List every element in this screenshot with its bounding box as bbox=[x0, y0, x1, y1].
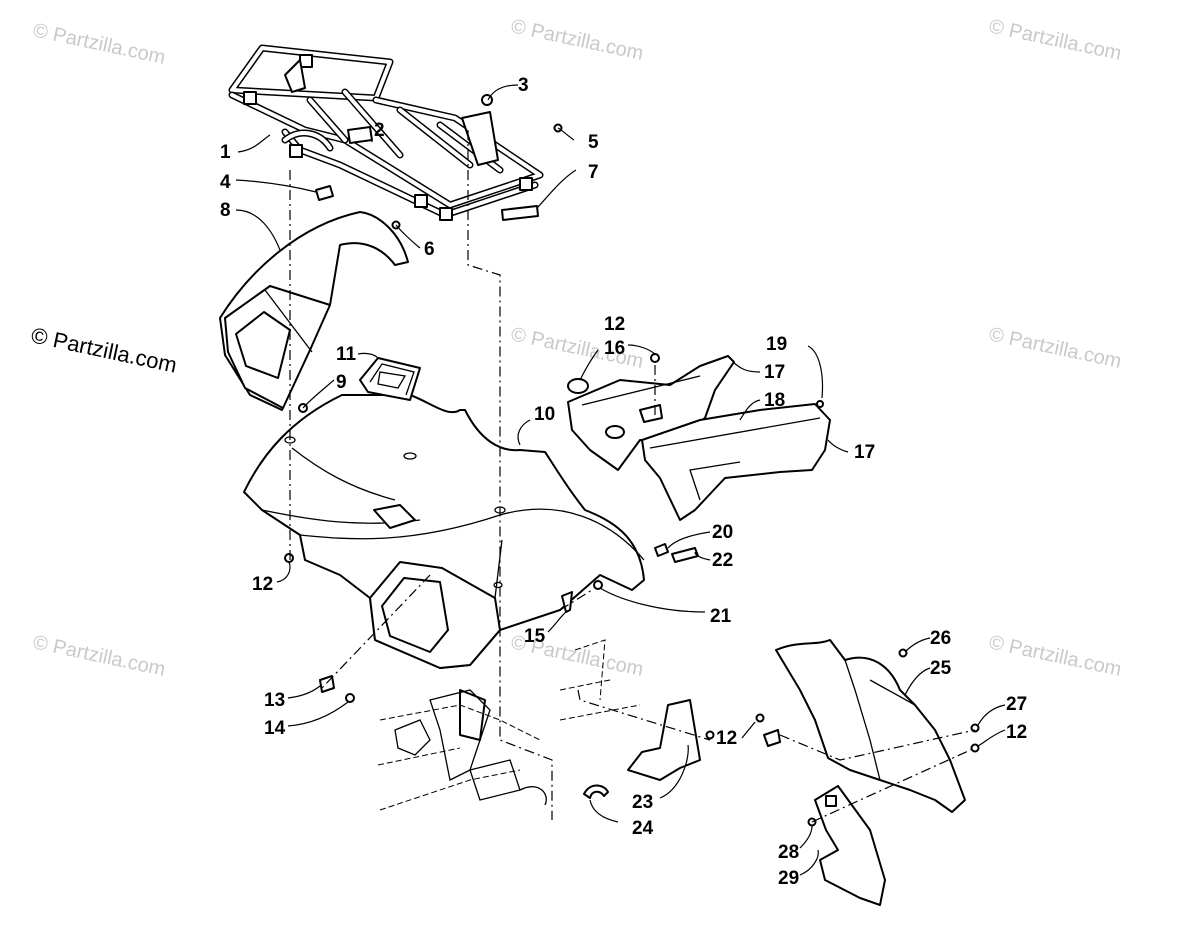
frame-section bbox=[377, 639, 641, 811]
callout-10: 10 bbox=[534, 404, 555, 425]
callout-8: 8 bbox=[220, 200, 231, 221]
callout-18: 18 bbox=[764, 390, 785, 411]
guards bbox=[583, 639, 980, 906]
rear-rack bbox=[228, 44, 563, 230]
callout-9: 9 bbox=[336, 372, 347, 393]
callout-14: 14 bbox=[264, 718, 286, 739]
callout-3: 3 bbox=[518, 75, 529, 96]
alignment-lines bbox=[289, 130, 976, 823]
watermark: © Partzilla.com bbox=[31, 19, 167, 69]
callout-28: 28 bbox=[778, 842, 799, 863]
callout-29: 29 bbox=[778, 868, 799, 889]
callout-19: 19 bbox=[766, 334, 787, 355]
side-panels bbox=[567, 355, 831, 521]
callout-21: 21 bbox=[710, 606, 732, 627]
copyright-notice: © Partzilla.com bbox=[29, 322, 179, 377]
callout-7: 7 bbox=[588, 162, 599, 183]
callout-24: 24 bbox=[632, 818, 654, 839]
callout-17: 17 bbox=[764, 362, 785, 383]
rear-fender-cover bbox=[219, 211, 409, 411]
callout-12: 12 bbox=[252, 574, 273, 595]
callout-12: 12 bbox=[1006, 722, 1027, 743]
callout-22: 22 bbox=[712, 550, 733, 571]
callout-2: 2 bbox=[374, 120, 385, 141]
callout-11: 11 bbox=[336, 344, 357, 365]
callout-13: 13 bbox=[264, 690, 285, 711]
callout-20: 20 bbox=[712, 522, 733, 543]
watermark: © Partzilla.com bbox=[987, 323, 1123, 373]
hardware bbox=[284, 353, 699, 703]
callout-4: 4 bbox=[220, 172, 231, 193]
watermark: © Partzilla.com bbox=[509, 15, 645, 65]
watermark: © Partzilla.com bbox=[987, 15, 1123, 65]
callouts: 1 2 3 4 5 6 7 8 9 10 11 12 12 12 12 13 1… bbox=[220, 75, 1027, 889]
storage-lid bbox=[359, 357, 421, 401]
callout-6: 6 bbox=[424, 239, 435, 260]
main-fender-body bbox=[243, 394, 645, 669]
watermark: © Partzilla.com bbox=[987, 631, 1123, 681]
callout-25: 25 bbox=[930, 658, 952, 679]
callout-12: 12 bbox=[604, 314, 625, 335]
callout-1: 1 bbox=[220, 142, 231, 163]
callout-26: 26 bbox=[930, 628, 951, 649]
callout-16: 16 bbox=[604, 338, 625, 359]
callout-23: 23 bbox=[632, 792, 653, 813]
callout-17: 17 bbox=[854, 442, 875, 463]
callout-15: 15 bbox=[524, 626, 546, 647]
callout-27: 27 bbox=[1006, 694, 1027, 715]
watermark: © Partzilla.com bbox=[31, 631, 167, 681]
leader-lines bbox=[235, 84, 1006, 876]
callout-5: 5 bbox=[588, 132, 599, 153]
callout-12: 12 bbox=[716, 728, 737, 749]
